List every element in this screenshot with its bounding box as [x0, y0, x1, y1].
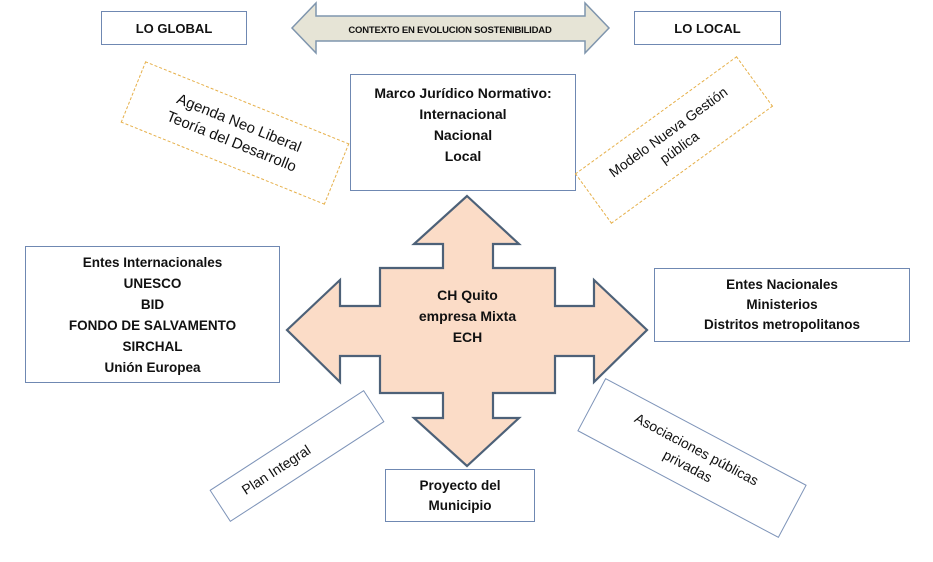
internacionales-line-2: UNESCO — [123, 275, 182, 291]
center-line-3: ECH — [452, 329, 483, 345]
center-line-1: CH Quito — [437, 287, 498, 303]
nacionales-line-2: Ministerios — [746, 297, 818, 312]
center-line-2: empresa Mixta — [418, 308, 517, 324]
marco-line-2: Internacional — [419, 106, 507, 122]
lo-local-label: LO LOCAL — [674, 20, 741, 36]
internacionales-line-4: FONDO DE SALVAMENTO — [68, 317, 237, 333]
entes-nacionales-box: Entes Nacionales Ministerios Distritos m… — [654, 268, 910, 342]
proyecto-municipio-box: Proyecto del Municipio — [385, 469, 535, 522]
lo-global-box: LO GLOBAL — [101, 11, 247, 45]
entes-internacionales-box: Entes Internacionales UNESCO BID FONDO D… — [25, 246, 280, 383]
internacionales-line-3: BID — [140, 296, 165, 312]
proyecto-line-1: Proyecto del — [419, 477, 501, 493]
internacionales-line-1: Entes Internacionales — [82, 254, 223, 270]
internacionales-line-5: SIRCHAL — [122, 338, 183, 354]
center-label: CH Quito empresa Mixta ECH — [380, 285, 555, 348]
internacionales-line-6: Unión Europea — [104, 359, 201, 375]
marco-line-3: Nacional — [433, 127, 493, 143]
context-double-arrow — [290, 1, 611, 55]
lo-global-label: LO GLOBAL — [135, 20, 213, 36]
nacionales-line-3: Distritos metropolitanos — [703, 317, 860, 332]
marco-line-4: Local — [444, 148, 482, 164]
proyecto-line-2: Municipio — [428, 497, 492, 513]
marco-juridico-box: Marco Jurídico Normativo: Internacional … — [350, 74, 576, 191]
lo-local-box: LO LOCAL — [634, 11, 781, 45]
nacionales-line-1: Entes Nacionales — [726, 277, 838, 292]
context-arrow-label: CONTEXTO EN EVOLUCION SOSTENIBILIDAD — [348, 25, 552, 36]
marco-line-1: Marco Jurídico Normativo: — [374, 85, 552, 101]
central-cross-arrow — [285, 194, 649, 468]
